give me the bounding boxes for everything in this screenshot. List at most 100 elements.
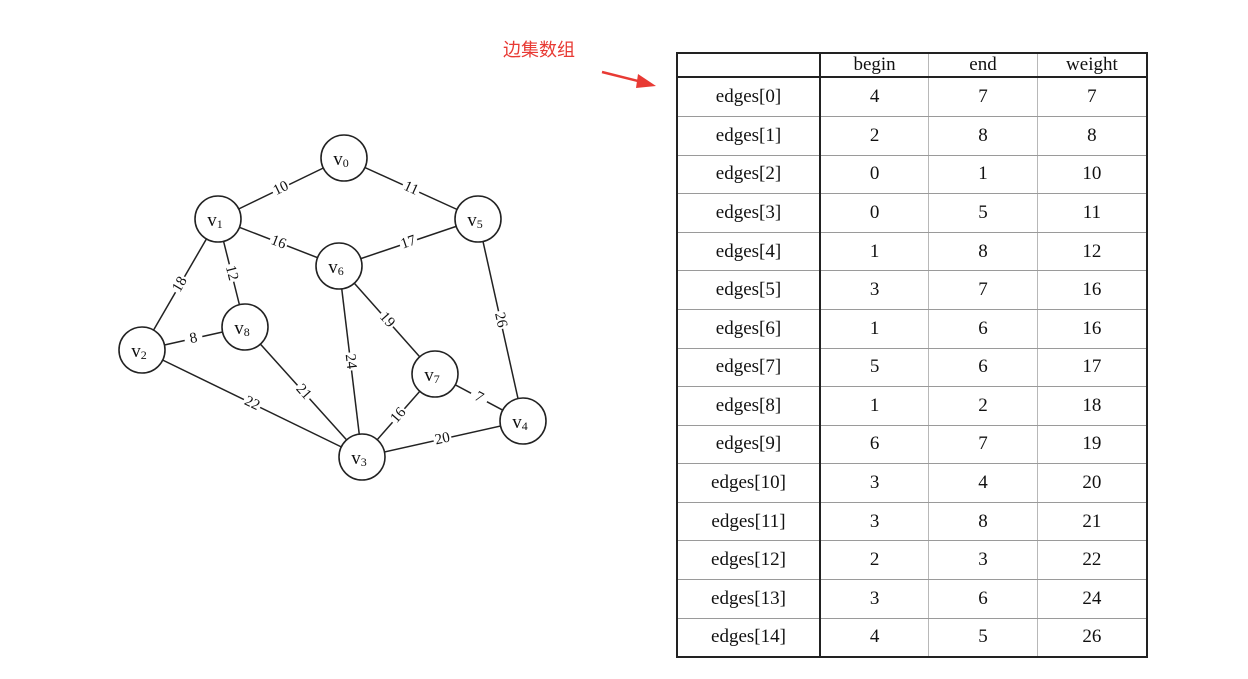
cell-weight: 18 <box>1037 386 1146 426</box>
cell-weight: 20 <box>1037 463 1146 503</box>
edge-weight-label: 24 <box>342 353 360 370</box>
cell-begin: 4 <box>820 618 930 656</box>
cell-end: 7 <box>928 77 1038 117</box>
edge-weight-label: 11 <box>401 178 421 199</box>
cell-begin: 5 <box>820 348 930 388</box>
cell-weight: 16 <box>1037 309 1146 349</box>
cell-end: 8 <box>928 116 1038 156</box>
row-label: edges[8] <box>678 386 821 426</box>
cell-weight: 16 <box>1037 270 1146 310</box>
cell-end: 6 <box>928 348 1038 388</box>
pointer-arrow-icon <box>601 70 656 88</box>
cell-weight: 7 <box>1037 77 1146 117</box>
node-label: v <box>207 210 217 231</box>
node-label: v <box>131 341 141 362</box>
cell-end: 5 <box>928 618 1038 656</box>
node-v5: v5 <box>454 195 502 243</box>
node-subscript: 3 <box>361 455 367 469</box>
cell-weight: 8 <box>1037 116 1146 156</box>
cell-begin: 1 <box>820 232 930 272</box>
edge-weight-label: 12 <box>222 264 241 282</box>
cell-weight: 11 <box>1037 193 1146 233</box>
column-header-end: end <box>928 54 1038 78</box>
row-label: edges[9] <box>678 425 821 465</box>
cell-end: 8 <box>928 502 1038 542</box>
cell-begin: 3 <box>820 463 930 503</box>
cell-begin: 2 <box>820 540 930 581</box>
cell-begin: 0 <box>820 193 930 233</box>
node-label: v <box>333 149 343 170</box>
row-label: edges[14] <box>678 618 821 656</box>
cell-weight: 22 <box>1037 540 1146 581</box>
svg-text:v5: v5 <box>467 210 483 232</box>
cell-begin: 3 <box>820 502 930 542</box>
edge-weight-label: 8 <box>188 330 199 347</box>
edge-weight-label: 26 <box>491 311 510 330</box>
svg-text:v4: v4 <box>512 412 528 434</box>
node-label: v <box>328 257 338 278</box>
node-label: v <box>467 210 477 231</box>
node-subscript: 6 <box>338 264 344 278</box>
node-subscript: 2 <box>141 348 147 362</box>
node-subscript: 5 <box>477 217 483 231</box>
edge-weight-label: 10 <box>271 178 291 199</box>
node-label: v <box>234 318 244 339</box>
row-label: edges[2] <box>678 155 821 195</box>
svg-text:v1: v1 <box>207 210 223 232</box>
svg-text:v3: v3 <box>351 448 367 470</box>
svg-text:v6: v6 <box>328 257 344 279</box>
svg-text:v2: v2 <box>131 341 147 363</box>
edge-weight-label: 17 <box>399 232 419 252</box>
row-label: edges[7] <box>678 348 821 388</box>
node-v2: v2 <box>118 326 166 374</box>
cell-end: 7 <box>928 270 1038 310</box>
cell-weight: 12 <box>1037 232 1146 272</box>
cell-weight: 24 <box>1037 579 1146 619</box>
node-v8: v8 <box>221 303 269 351</box>
cell-weight: 21 <box>1037 502 1146 542</box>
cell-end: 8 <box>928 232 1038 272</box>
cell-begin: 6 <box>820 425 930 465</box>
node-subscript: 8 <box>244 325 250 339</box>
cell-begin: 2 <box>820 116 930 156</box>
svg-text:v0: v0 <box>333 149 349 171</box>
node-label: v <box>512 412 522 433</box>
cell-begin: 3 <box>820 270 930 310</box>
cell-end: 7 <box>928 425 1038 465</box>
row-label: edges[11] <box>678 502 821 542</box>
row-label: edges[12] <box>678 540 821 581</box>
edge-array-annotation: 边集数组 <box>503 40 575 61</box>
node-subscript: 4 <box>522 419 528 433</box>
edge-weight-label: 22 <box>242 393 262 414</box>
node-v1: v1 <box>194 195 242 243</box>
cell-begin: 3 <box>820 579 930 619</box>
row-label: edges[3] <box>678 193 821 233</box>
edge-weight-label: 18 <box>169 274 190 295</box>
node-v4: v4 <box>499 397 547 445</box>
cell-weight: 10 <box>1037 155 1146 195</box>
cell-end: 3 <box>928 540 1038 581</box>
cell-end: 5 <box>928 193 1038 233</box>
row-label: edges[0] <box>678 77 821 117</box>
cell-end: 6 <box>928 309 1038 349</box>
column-header-weight: weight <box>1037 54 1146 78</box>
svg-text:v8: v8 <box>234 318 250 340</box>
cell-weight: 19 <box>1037 425 1146 465</box>
node-v3: v3 <box>338 433 386 481</box>
cell-end: 4 <box>928 463 1038 503</box>
row-label: edges[10] <box>678 463 821 503</box>
